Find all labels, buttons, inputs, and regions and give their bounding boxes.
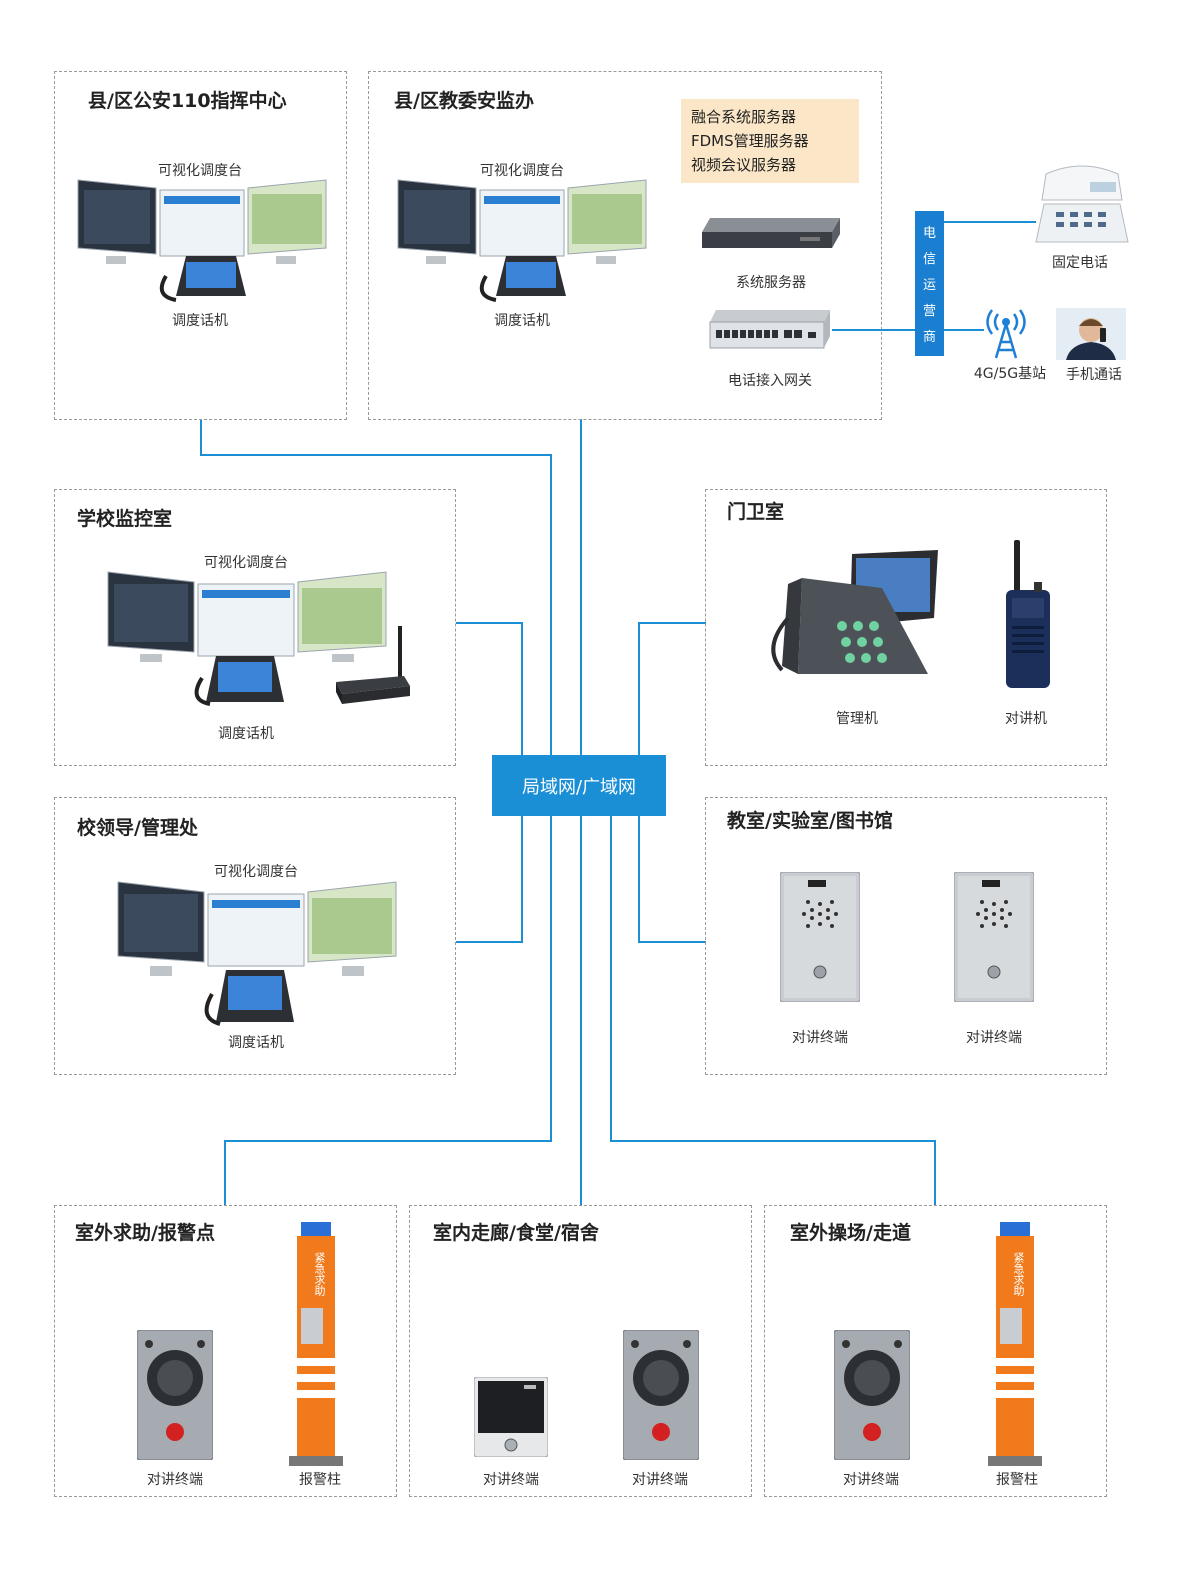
pillar-label: 报警柱 <box>996 1472 1038 1488</box>
server-note: 融合系统服务器 FDMS管理服务器 视频会议服务器 <box>681 99 859 183</box>
intercom-terminal-icon <box>137 1330 213 1460</box>
phone-label: 调度话机 <box>228 1035 284 1051</box>
panel-title: 县/区公安110指挥中心 <box>88 90 287 112</box>
intercom-terminal-icon <box>780 872 860 1002</box>
console-label: 可视化调度台 <box>214 864 298 880</box>
panel-gate-room <box>705 489 1107 766</box>
panel-classroom-lab-library <box>705 797 1107 1075</box>
panel-indoor-corridor <box>409 1205 752 1497</box>
console-label: 可视化调度台 <box>158 163 242 179</box>
terminal-label: 对讲终端 <box>632 1472 688 1488</box>
radio-label: 对讲机 <box>1005 711 1047 727</box>
panel-outdoor-playground <box>764 1205 1107 1497</box>
router-icon <box>336 626 410 704</box>
panel-title: 室外操场/走道 <box>790 1222 911 1244</box>
network-hub: 局域网/广域网 <box>492 755 666 816</box>
mobile-label: 手机通话 <box>1066 367 1122 383</box>
panel-school-leader-office <box>54 797 456 1075</box>
mobile-caller-icon <box>1056 308 1126 360</box>
server-note-line: FDMS管理服务器 <box>691 132 809 150</box>
intercom-terminal-icon <box>834 1330 910 1460</box>
gateway-label: 电话接入网关 <box>728 373 812 389</box>
landline-phone-icon <box>1035 165 1129 243</box>
panel-title: 学校监控室 <box>77 508 173 530</box>
panel-edu-safety-office <box>368 71 882 420</box>
intercom-terminal-icon <box>954 872 1034 1002</box>
carrier-char: 运 <box>922 277 936 293</box>
monitor-console-icon <box>397 179 647 302</box>
panel-police-command <box>54 71 347 420</box>
panel-title: 县/区教委安监办 <box>394 90 534 112</box>
phone-label: 调度话机 <box>218 726 274 742</box>
manager-label: 管理机 <box>836 711 878 727</box>
terminal-label: 对讲终端 <box>792 1030 848 1046</box>
server-note-line: 融合系统服务器 <box>691 108 797 126</box>
walkie-talkie-icon <box>1006 540 1050 688</box>
base-station-icon <box>986 309 1026 359</box>
pillar-main-text: 紧急求助 <box>313 1252 326 1296</box>
terminal-label: 对讲终端 <box>843 1472 899 1488</box>
terminal-label: 对讲终端 <box>147 1472 203 1488</box>
monitor-console-icon <box>107 571 387 706</box>
base-station-label: 4G/5G基站 <box>973 366 1047 382</box>
carrier-char: 电 <box>922 226 936 242</box>
panel-title: 校领导/管理处 <box>77 817 198 839</box>
server-note-line: 视频会议服务器 <box>691 156 797 174</box>
pillar-label: 报警柱 <box>299 1472 341 1488</box>
panel-outdoor-help-point <box>54 1205 397 1497</box>
carrier-box: 电 信 运 营 商 <box>915 211 944 356</box>
intercom-terminal-icon <box>474 1377 548 1457</box>
terminal-label: 对讲终端 <box>966 1030 1022 1046</box>
rack-server-icon <box>702 218 840 248</box>
alarm-pillar-icon <box>289 1222 343 1466</box>
phone-label: 调度话机 <box>172 313 228 329</box>
intercom-terminal-icon <box>623 1330 699 1460</box>
desk-video-phone-icon <box>771 550 938 674</box>
alarm-pillar-icon <box>988 1222 1042 1466</box>
terminal-label: 对讲终端 <box>483 1472 539 1488</box>
panel-title: 教室/实验室/图书馆 <box>727 810 893 832</box>
carrier-char: 营 <box>922 303 936 319</box>
carrier-char: 商 <box>922 329 936 345</box>
server-label: 系统服务器 <box>736 275 806 291</box>
landline-label: 固定电话 <box>1052 255 1108 271</box>
carrier-char: 信 <box>922 252 936 268</box>
voip-gateway-icon <box>709 310 830 349</box>
panel-title: 门卫室 <box>727 501 785 523</box>
monitor-console-icon <box>77 179 327 302</box>
pillar-main-text: 紧急求助 <box>1012 1252 1025 1296</box>
console-label: 可视化调度台 <box>204 555 288 571</box>
monitor-console-icon <box>117 881 397 1026</box>
panel-title: 室外求助/报警点 <box>75 1222 215 1244</box>
phone-label: 调度话机 <box>494 313 550 329</box>
panel-title: 室内走廊/食堂/宿舍 <box>433 1222 599 1244</box>
console-label: 可视化调度台 <box>480 163 564 179</box>
panel-school-monitor-room <box>54 489 456 766</box>
